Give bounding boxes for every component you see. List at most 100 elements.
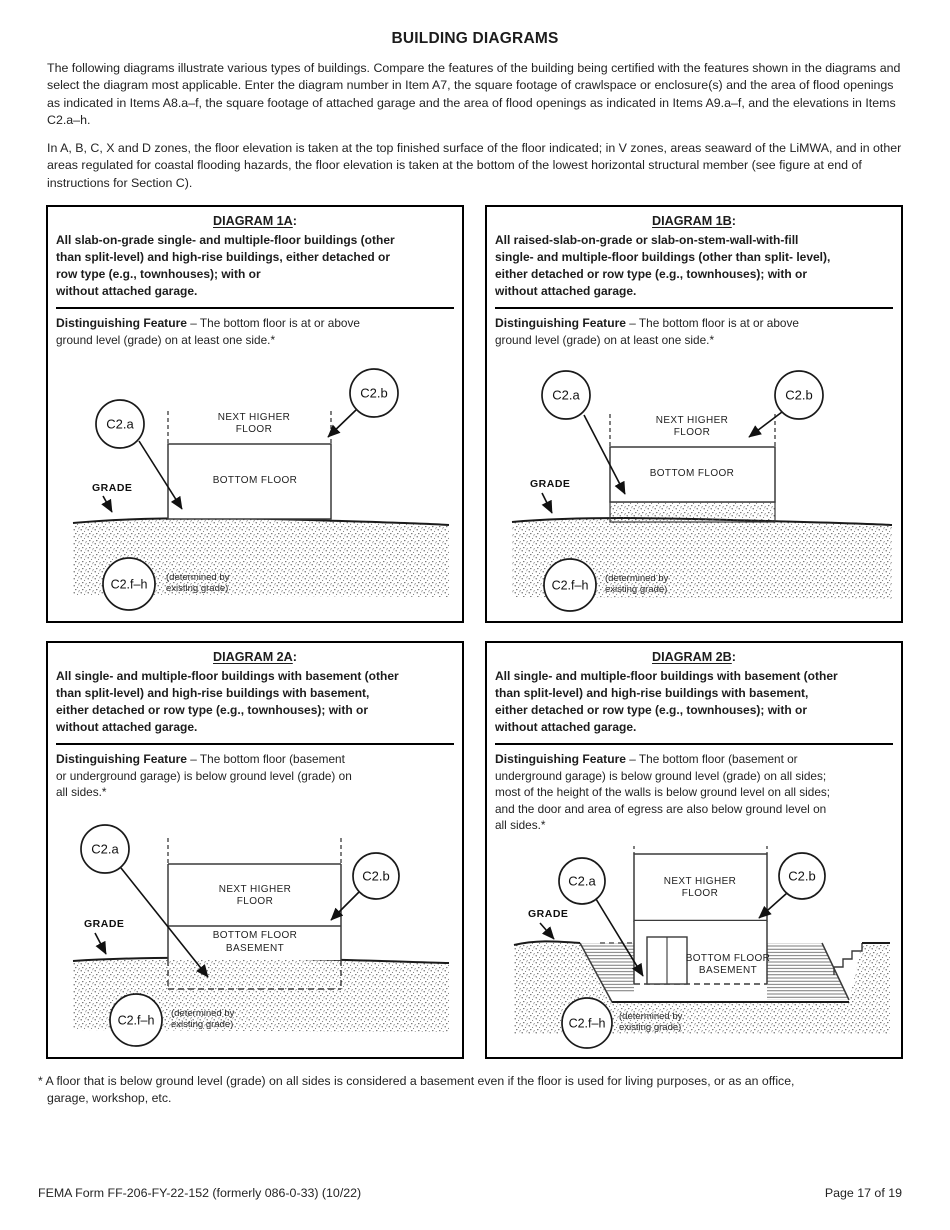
grade-label: GRADE [528, 908, 568, 920]
grade-arrow [94, 932, 107, 955]
footnote: * A floor that is below ground level (gr… [38, 1073, 903, 1107]
divider [56, 743, 454, 746]
basement-door [646, 936, 688, 985]
ground-texture [512, 518, 892, 600]
determined-by-note: (determined by existing grade) [171, 1008, 235, 1030]
next-higher-floor-dashes [609, 414, 776, 448]
svg-text:(determined by: (determined by [619, 1011, 683, 1022]
next-higher-floor-label-line2: FLOOR [674, 427, 710, 438]
intro-paragraph-1: The following diagrams illustrate variou… [47, 61, 901, 127]
diagram-2b-description: All single- and multiple-floor buildings… [495, 669, 838, 735]
stairs [833, 943, 863, 976]
basement-outline-dashed [167, 960, 342, 990]
callout-c2a: C2.a [541, 370, 591, 420]
svg-text:existing grade): existing grade) [605, 584, 667, 595]
bottom-floor-label: BOTTOM FLOOR [213, 475, 298, 486]
fill-pad [609, 501, 776, 523]
building-outline [167, 443, 332, 520]
c2b-arrow [758, 892, 788, 919]
next-higher-floor-label: NEXT HIGHER [664, 876, 737, 887]
svg-text:C2.f–h: C2.f–h [111, 578, 148, 592]
diagram-1b-feature: Distinguishing Feature – The bottom floo… [495, 315, 893, 348]
diagram-2a-heading-text: DIAGRAM 2A [213, 650, 293, 665]
figure-2b-building-cross-section: NEXT HIGHER FLOOR BOTTOM FLOOR BASEMENT … [513, 846, 890, 1049]
grade-label: GRADE [530, 478, 570, 490]
building-above-grade [168, 864, 341, 961]
c2a-arrow [120, 867, 209, 978]
svg-text:C2.f–h: C2.f–h [569, 1017, 606, 1031]
bottom-floor-label: BOTTOM FLOOR [686, 953, 771, 964]
svg-text:C2.b: C2.b [785, 388, 812, 403]
grade-label: GRADE [84, 918, 124, 930]
feature-text: – The bottom floor (basement or undergro… [56, 752, 352, 800]
divider [56, 307, 454, 310]
feature-label: Distinguishing Feature [56, 752, 188, 767]
svg-text:(determined by: (determined by [605, 573, 669, 584]
callout-c2fh: C2.f–h [561, 997, 613, 1049]
footnote-line-1: * A floor that is below ground level (gr… [38, 1074, 795, 1089]
grade-label: GRADE [92, 482, 132, 494]
diagram-1b-heading: DIAGRAM 1B: [495, 214, 893, 228]
svg-text:C2.b: C2.b [360, 386, 387, 401]
svg-text:existing grade): existing grade) [171, 1019, 233, 1030]
callout-c2fh: C2.f–h [543, 558, 597, 612]
next-higher-floor-label: NEXT HIGHER [656, 415, 729, 426]
ground-texture [73, 957, 449, 1033]
svg-text:existing grade): existing grade) [166, 583, 228, 594]
next-higher-floor-label-line2: FLOOR [237, 896, 273, 907]
diagram-2b-heading: DIAGRAM 2B: [495, 650, 893, 664]
svg-text:C2.a: C2.a [106, 417, 134, 432]
excavation-slope-right [821, 942, 850, 1001]
basement-label: BASEMENT [699, 965, 757, 976]
feature-label: Distinguishing Feature [495, 752, 627, 767]
building-outline [609, 446, 776, 503]
excavation-hatch-left [580, 943, 634, 994]
grade-arrow [541, 492, 553, 514]
intro-paragraph-2: In A, B, C, X and D zones, the floor ele… [47, 141, 902, 190]
next-higher-floor-label: NEXT HIGHER [218, 412, 291, 423]
callout-c2b: C2.b [352, 852, 400, 900]
diagram-1a-heading: DIAGRAM 1A: [56, 214, 454, 228]
heading-colon: : [292, 650, 297, 665]
figure-1a-building-cross-section: NEXT HIGHER FLOOR BOTTOM FLOOR GRADE C2.… [72, 368, 450, 611]
diagram-2b-feature: Distinguishing Feature – The bottom floo… [495, 751, 893, 834]
feature-text: – The bottom floor (basement or undergro… [495, 752, 831, 833]
c2b-arrow [327, 409, 357, 438]
feature-text: – The bottom floor is at or above ground… [56, 316, 360, 347]
diagram-box-2a: DIAGRAM 2A: All single- and multiple-flo… [46, 641, 464, 1060]
divider [495, 743, 893, 746]
callout-c2b: C2.b [774, 370, 824, 420]
diagram-box-1b: DIAGRAM 1B: All raised-slab-on-grade or … [485, 205, 903, 624]
svg-text:(determined by: (determined by [166, 572, 230, 583]
basement-label: BASEMENT [226, 943, 284, 954]
diagram-1a-feature: Distinguishing Feature – The bottom floo… [56, 315, 454, 348]
svg-text:C2.a: C2.a [552, 388, 580, 403]
next-higher-floor-dashes [167, 838, 342, 865]
c2b-arrow [748, 411, 783, 438]
feature-label: Distinguishing Feature [495, 316, 627, 331]
bottom-floor-label: BOTTOM FLOOR [213, 930, 298, 941]
ground-texture [73, 518, 449, 598]
building-outline [167, 863, 342, 961]
feature-text: – The bottom floor is at or above ground… [495, 316, 799, 347]
callout-c2a: C2.a [80, 824, 130, 874]
diagram-box-2b: DIAGRAM 2B: All single- and multiple-flo… [485, 641, 903, 1060]
diagram-box-1a: DIAGRAM 1A: All slab-on-grade single- an… [46, 205, 464, 624]
heading-colon: : [731, 214, 736, 229]
diagram-1a-heading-text: DIAGRAM 1A [213, 214, 293, 229]
footer-page-number: Page 17 of 19 [824, 1186, 902, 1200]
grade-arrow [539, 922, 555, 940]
callout-c2a: C2.a [558, 857, 606, 905]
callout-c2a: C2.a [95, 399, 145, 449]
feature-label: Distinguishing Feature [56, 316, 188, 331]
diagram-2a-description: All single- and multiple-floor buildings… [56, 669, 399, 735]
footnote-line-2: garage, workshop, etc. [47, 1091, 172, 1106]
svg-text:C2.b: C2.b [788, 869, 815, 884]
c2a-arrow [595, 898, 644, 977]
diagram-2b-heading-text: DIAGRAM 2B [652, 650, 732, 665]
diagram-2a-heading: DIAGRAM 2A: [56, 650, 454, 664]
diagram-1a-description: All slab-on-grade single- and multiple-f… [56, 233, 395, 299]
c2b-arrow [330, 891, 360, 921]
c2a-arrow [138, 440, 183, 510]
